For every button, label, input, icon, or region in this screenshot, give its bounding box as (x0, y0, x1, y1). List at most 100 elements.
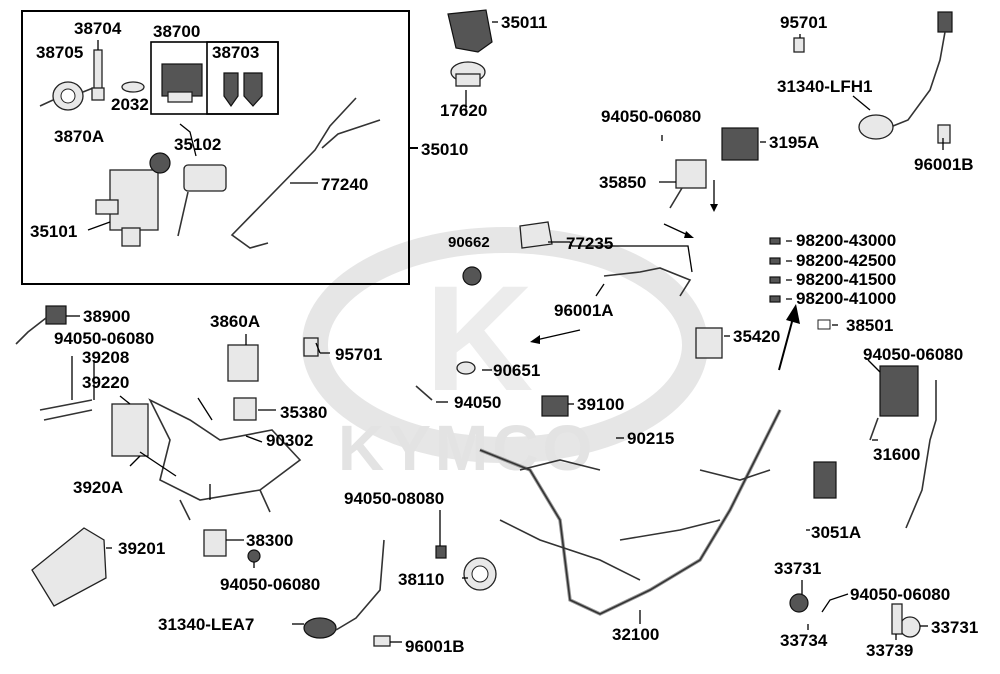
sensor-33731-b (899, 616, 921, 638)
immobilizer-unit-part (161, 63, 203, 103)
seat-lock-part (177, 164, 227, 237)
label-90215: 90215 (627, 429, 674, 448)
label-33734: 33734 (780, 631, 828, 650)
label-3870a: 3870A (54, 127, 104, 146)
speed-sensor-lfh1 (858, 11, 953, 140)
label-94050-06080-e: 94050-06080 (850, 585, 950, 604)
label-77240: 77240 (321, 175, 368, 194)
label-35850: 35850 (599, 173, 646, 192)
direction-arrows (139, 180, 800, 500)
label-38110: 38110 (398, 570, 444, 589)
label-33731-b: 33731 (931, 618, 978, 637)
bracket-39201 (31, 527, 107, 607)
label-17620: 17620 (440, 101, 487, 120)
label-31340-lfh1: 31340-LFH1 (777, 77, 872, 96)
bolt-95701-top (793, 37, 805, 53)
plate-33739 (891, 603, 903, 635)
label-95701-top: 95701 (780, 13, 827, 32)
wire-96001a (603, 267, 692, 297)
sensor-35380 (233, 397, 257, 421)
label-90651: 90651 (493, 361, 540, 380)
label-98200-41500: 98200-41500 (796, 270, 896, 289)
seat-cable-part (230, 97, 381, 249)
label-31340-lea7: 31340-LEA7 (158, 615, 254, 634)
label-94050-06080-d: 94050-06080 (220, 575, 320, 594)
label-38703: 38703 (212, 43, 259, 62)
label-3195a: 3195A (769, 133, 819, 152)
label-38704: 38704 (74, 19, 122, 38)
label-38300: 38300 (246, 531, 293, 550)
switch-38900 (15, 305, 67, 345)
key-fob-part (223, 72, 263, 108)
label-35101: 35101 (30, 222, 77, 241)
label-33731-a: 33731 (774, 559, 821, 578)
label-98200-43000: 98200-43000 (796, 231, 896, 250)
label-94050-08080: 94050-08080 (344, 489, 444, 508)
label-32100: 32100 (612, 625, 659, 644)
regulator-31600 (869, 365, 919, 441)
label-39100: 39100 (577, 395, 624, 414)
label-35102: 35102 (174, 135, 221, 154)
label-38501: 38501 (846, 316, 893, 335)
bolt-94050-08080 (435, 545, 447, 559)
label-39220: 39220 (82, 373, 129, 392)
frame-part (148, 398, 302, 521)
ignition-switch-part (95, 152, 171, 247)
horn-relay-35420 (695, 327, 723, 359)
key-blade-part (91, 49, 105, 101)
relay-3195a (721, 127, 759, 161)
label-2032: 2032 (111, 95, 149, 114)
sensor-lea7 (303, 539, 385, 639)
inset-sub-box-38703 (206, 41, 279, 115)
fuse-38501 (817, 319, 831, 330)
ignition-coil-3051a (813, 461, 837, 499)
label-77235: 77235 (566, 234, 613, 253)
watermark-brand-text: KYMCO (338, 412, 596, 484)
label-35010: 35010 (421, 140, 468, 159)
label-33739: 33739 (866, 641, 913, 660)
label-98200-41000: 98200-41000 (796, 289, 896, 308)
label-94050-06080-a: 94050-06080 (601, 107, 701, 126)
label-38700: 38700 (153, 22, 200, 41)
label-94050-06080-b: 94050-06080 (863, 345, 963, 364)
cdi-38300 (203, 529, 227, 557)
ground-wire-b (905, 380, 937, 529)
module-39220 (111, 403, 149, 457)
label-39201: 39201 (118, 539, 165, 558)
label-96001b-bot: 96001B (405, 637, 465, 656)
label-38900: 38900 (83, 307, 130, 326)
key-cylinder-part (450, 61, 486, 87)
battery-coin-part (121, 81, 145, 93)
label-38705: 38705 (36, 43, 83, 62)
ground-94050 (415, 385, 433, 401)
kymco-watermark: K KYMCO (302, 227, 708, 484)
relay-39100 (541, 395, 569, 417)
bolts-39208 (39, 399, 93, 421)
label-3860a: 3860A (210, 312, 260, 331)
clamp-90651 (456, 361, 476, 375)
label-31600: 31600 (873, 445, 920, 464)
sensor-33731-a (789, 593, 809, 613)
label-95701-mid: 95701 (335, 345, 382, 364)
main-harness-32100 (479, 409, 782, 616)
relay-35850 (669, 159, 707, 209)
grommet-38110 (463, 557, 497, 591)
label-3920a: 3920A (73, 478, 123, 497)
label-3051a: 3051A (811, 523, 861, 542)
bolt-96001b-bot (373, 635, 391, 647)
relay-3860a (227, 344, 259, 382)
label-96001a: 96001A (554, 301, 614, 320)
leader-lines (66, 21, 944, 643)
label-94050-06080-c: 94050-06080 (54, 329, 154, 348)
nut-94050-06080-d (247, 549, 261, 563)
ignition-cover-part (447, 9, 493, 53)
label-98200-42500: 98200-42500 (796, 251, 896, 270)
label-35011: 35011 (501, 13, 547, 32)
clamp-90662 (462, 266, 482, 286)
bolt-96001b-top (937, 124, 951, 144)
immobilizer-antenna-part (39, 81, 94, 111)
label-39208: 39208 (82, 348, 129, 367)
fuses-group (769, 237, 781, 303)
